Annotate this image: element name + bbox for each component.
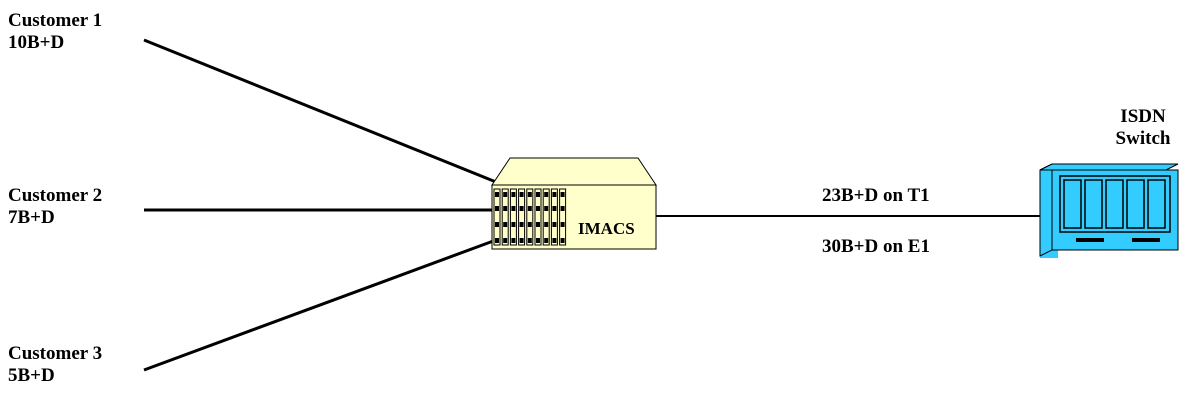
- switch-module: [1126, 179, 1145, 229]
- customer-1-channels: 10B+D: [8, 32, 65, 53]
- isdn-switch-line2: Switch: [1115, 128, 1171, 149]
- mux-card-port: [519, 192, 524, 197]
- switch-side: [1039, 163, 1053, 257]
- switch-module: [1105, 179, 1124, 229]
- mux-card-port: [552, 192, 557, 197]
- mux-card-port: [536, 206, 540, 211]
- mux-card-port: [519, 206, 524, 211]
- mux-card-port: [503, 206, 508, 211]
- mux-card: [493, 188, 501, 246]
- imacs-label: IMACS: [578, 219, 635, 238]
- switch-shadow: [1040, 250, 1058, 258]
- mux-card-port: [495, 238, 499, 243]
- switch-modules: [1063, 179, 1166, 229]
- mux-card-port: [536, 238, 540, 243]
- mux-card-port: [544, 222, 549, 227]
- mux-card-port: [552, 238, 557, 243]
- mux-card-port: [552, 206, 557, 211]
- isdn-switch-line1: ISDN: [1120, 106, 1166, 127]
- mux-card: [559, 188, 567, 246]
- mux-card-port: [560, 192, 565, 197]
- mux-card-port: [519, 238, 524, 243]
- customer-3-channels: 5B+D: [8, 365, 55, 386]
- mux-card-port: [560, 222, 565, 227]
- imacs-mux: [491, 157, 657, 250]
- mux-card-port: [552, 222, 557, 227]
- mux-card-port: [544, 192, 549, 197]
- mux-card-port: [495, 222, 499, 227]
- customer-3-name: Customer 3: [8, 343, 103, 364]
- mux-card: [509, 188, 517, 246]
- mux-card-port: [536, 192, 540, 197]
- customer-1-name: Customer 1: [8, 10, 103, 31]
- switch-top: [1039, 163, 1179, 171]
- mux-card-port: [511, 206, 516, 211]
- mux-card-slots: [493, 188, 567, 246]
- mux-card: [550, 188, 558, 246]
- switch-module: [1063, 179, 1082, 229]
- mux-card-port: [527, 222, 532, 227]
- mux-card-port: [511, 192, 516, 197]
- switch-handle-left: [1076, 238, 1104, 242]
- mux-card-port: [519, 222, 524, 227]
- trunk-e1-label: 30B+D on E1: [822, 236, 930, 257]
- mux-card-port: [511, 238, 516, 243]
- mux-card-port: [527, 238, 532, 243]
- customer-1-label: Customer 1 10B+D: [8, 10, 102, 54]
- mux-top: [491, 157, 657, 186]
- customer-1-link: [143, 38, 497, 184]
- mux-card-port: [544, 238, 549, 243]
- customer-2-channels: 7B+D: [8, 207, 55, 228]
- switch-module: [1084, 179, 1103, 229]
- mux-card-port: [503, 238, 508, 243]
- isdn-switch-label: ISDN Switch: [1108, 106, 1178, 150]
- mux-card-port: [503, 222, 508, 227]
- mux-card: [526, 188, 534, 246]
- customer-2-label: Customer 2 7B+D: [8, 185, 102, 229]
- mux-card-port: [511, 222, 516, 227]
- mux-card-port: [536, 222, 540, 227]
- mux-card: [542, 188, 550, 246]
- mux-card: [518, 188, 526, 246]
- mux-card-port: [527, 206, 532, 211]
- customer-2-name: Customer 2: [8, 185, 103, 206]
- mux-card: [534, 188, 542, 246]
- trunk-t1-label: 23B+D on T1: [822, 185, 930, 206]
- switch-module: [1147, 179, 1166, 229]
- mux-card-port: [544, 206, 549, 211]
- mux-card-port: [560, 238, 565, 243]
- mux-card-port: [560, 206, 565, 211]
- switch-handle-right: [1132, 238, 1160, 242]
- mux-card-port: [495, 192, 499, 197]
- mux-card-port: [503, 192, 508, 197]
- customer-3-link: [143, 238, 497, 372]
- mux-card-port: [527, 192, 532, 197]
- mux-card: [501, 188, 509, 246]
- mux-card-port: [495, 206, 499, 211]
- customer-3-label: Customer 3 5B+D: [8, 343, 102, 387]
- isdn-switch: [1039, 163, 1179, 258]
